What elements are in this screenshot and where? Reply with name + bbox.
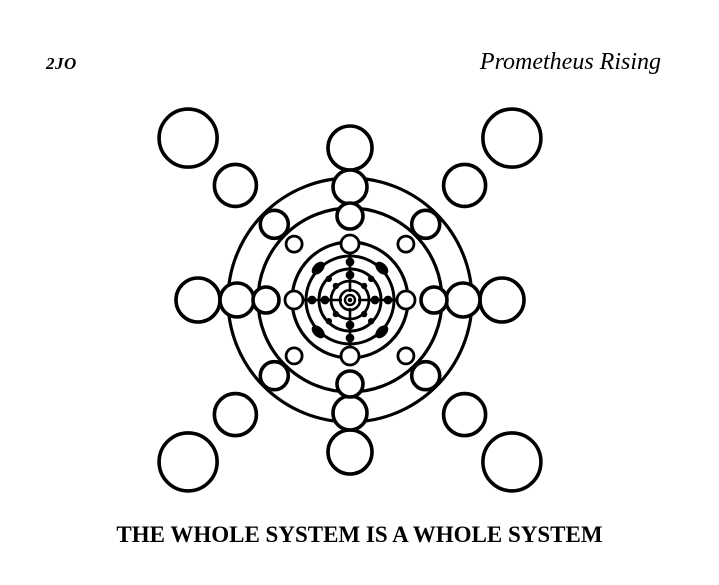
core-inner-ring <box>343 293 357 307</box>
axial-circle-second <box>419 285 449 315</box>
center-dot <box>347 297 353 303</box>
axial-circle-small <box>339 345 361 367</box>
axial-circle-second <box>335 369 365 399</box>
filled-bead <box>311 261 325 275</box>
axial-circle-small <box>395 289 417 311</box>
diagonal-circle-small <box>284 346 304 366</box>
running-title: Prometheus Rising <box>479 49 661 75</box>
filled-dot <box>383 295 393 305</box>
diagonal-circle-second <box>409 359 442 392</box>
filled-dot <box>345 333 355 343</box>
filled-dot <box>345 257 355 267</box>
filled-dot <box>345 270 355 280</box>
axial-circle-outer <box>444 281 482 319</box>
diagonal-circle-second <box>258 359 291 392</box>
corner-circle-large <box>157 107 219 169</box>
filled-dot-small <box>360 310 368 318</box>
axial-circle-small <box>339 233 361 255</box>
corner-circle-medium <box>441 391 488 438</box>
filled-dot-small <box>368 318 375 325</box>
axial-circle-large <box>478 276 526 324</box>
diagonal-circle-small <box>396 346 416 366</box>
filled-dot <box>307 295 317 305</box>
filled-dot <box>370 295 380 305</box>
filled-dot-small <box>360 282 368 290</box>
axial-circle-outer <box>331 394 369 432</box>
filled-dot <box>320 295 330 305</box>
axial-circle-large <box>326 124 374 172</box>
filled-bead <box>311 325 325 339</box>
core-ring <box>338 288 362 312</box>
axial-circle-second <box>251 285 281 315</box>
diagonal-circle-second <box>409 208 442 241</box>
axial-circle-large <box>174 276 222 324</box>
axial-circle-small <box>283 289 305 311</box>
filled-bead <box>375 325 389 339</box>
diagonal-circle-small <box>284 234 304 254</box>
filled-dot-small <box>325 275 332 282</box>
filled-bead <box>375 261 389 275</box>
corner-circle-medium <box>212 391 259 438</box>
axial-circle-second <box>335 201 365 231</box>
axial-circle-outer <box>218 281 256 319</box>
filled-dot-small <box>368 275 375 282</box>
axial-circle-large <box>326 428 374 476</box>
page-number: 2JO <box>46 54 77 73</box>
corner-circle-medium <box>212 162 259 209</box>
filled-dot-small <box>332 282 340 290</box>
corner-circle-medium <box>441 162 488 209</box>
diagonal-circle-second <box>258 208 291 241</box>
figure-caption: THE WHOLE SYSTEM IS A WHOLE SYSTEM <box>116 522 603 547</box>
corner-circle-large <box>481 431 543 493</box>
filled-dot-small <box>332 310 340 318</box>
axial-circle-outer <box>331 168 369 206</box>
filled-dot-small <box>325 318 332 325</box>
diagonal-circle-small <box>396 234 416 254</box>
corner-circle-large <box>481 107 543 169</box>
corner-circle-large <box>157 431 219 493</box>
filled-dot <box>345 320 355 330</box>
